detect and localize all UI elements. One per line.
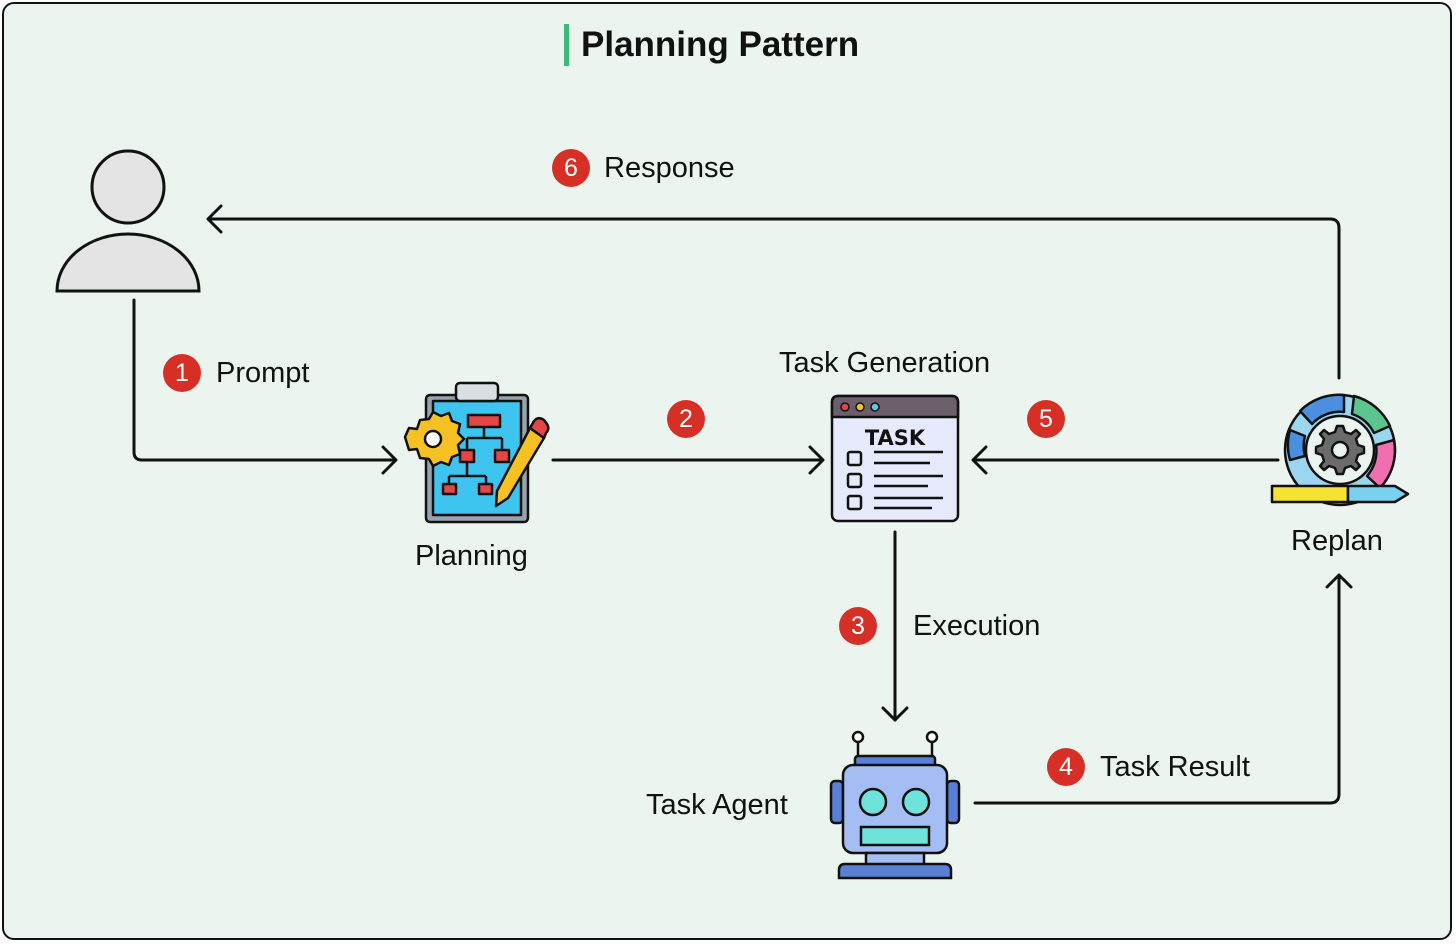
title-block: Planning Pattern xyxy=(564,24,859,66)
step-badge-2: 2 xyxy=(667,400,705,438)
title-accent-bar xyxy=(564,24,569,66)
arrowhead-task-result xyxy=(1325,573,1353,589)
step-badge-4: 4 xyxy=(1047,748,1085,786)
arrowhead-prompt xyxy=(381,445,398,475)
edge-prompt xyxy=(132,298,397,462)
arrowhead-plan-to-task xyxy=(808,445,825,475)
arrowhead-execution xyxy=(881,706,909,722)
diagram-title: Planning Pattern xyxy=(581,25,860,64)
edge-task-result xyxy=(973,574,1341,805)
step-badge-3: 3 xyxy=(839,607,877,645)
arrowhead-response xyxy=(206,204,223,234)
edge-label-execution: Execution xyxy=(913,610,1041,642)
step-badge-1: 1 xyxy=(163,354,201,392)
robot-icon xyxy=(829,730,961,880)
replan-cycle-gear-icon xyxy=(1270,393,1410,507)
arrowhead-replan-to-task xyxy=(971,445,988,475)
node-label-planning: Planning xyxy=(415,540,528,572)
node-label-task-agent: Task Agent xyxy=(646,789,788,821)
step-badge-5: 5 xyxy=(1027,400,1065,438)
edge-label-prompt: Prompt xyxy=(216,357,310,389)
edge-label-task-result: Task Result xyxy=(1100,751,1250,783)
edge-label-response: Response xyxy=(604,152,735,184)
task-icon-text: TASK xyxy=(865,426,926,450)
user-icon xyxy=(55,149,201,293)
task-window-icon xyxy=(830,394,960,523)
node-label-task-generation: Task Generation xyxy=(779,347,991,379)
edge-response xyxy=(207,217,1341,380)
node-label-replan: Replan xyxy=(1291,525,1383,557)
clipboard-plan-icon xyxy=(403,381,550,524)
step-badge-6: 6 xyxy=(552,149,590,187)
